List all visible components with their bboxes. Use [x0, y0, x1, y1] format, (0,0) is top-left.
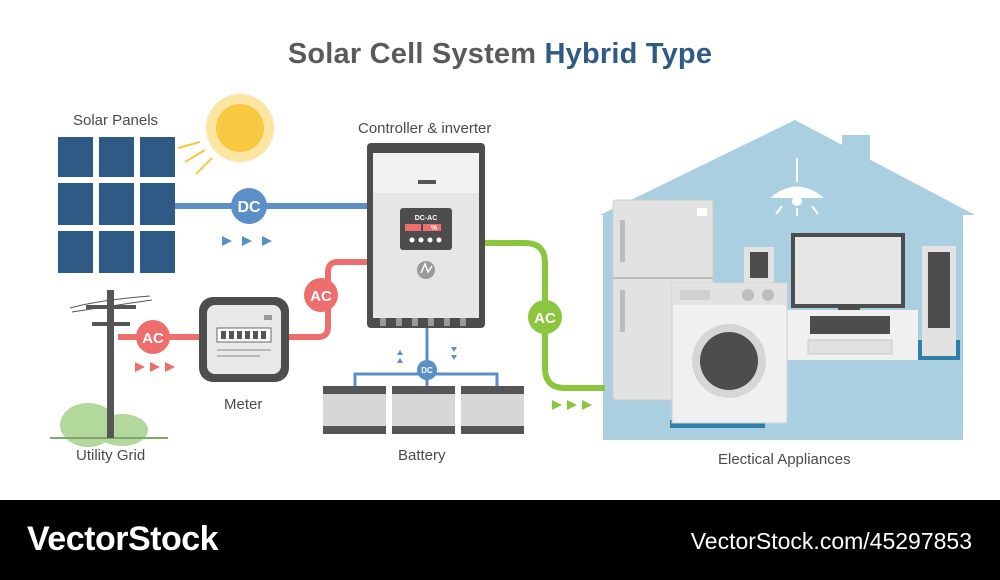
sun-icon — [177, 94, 274, 175]
ac-badge-appliances — [528, 300, 562, 334]
footer-brand: VectorStock — [27, 520, 219, 558]
label-meter: Meter — [224, 396, 263, 413]
inverter-percent-text: % — [431, 225, 438, 232]
diagram-stage: Solar Cell System Hybrid Type — [0, 38, 1000, 468]
meter-device — [199, 297, 289, 382]
solar-panels — [58, 137, 175, 273]
label-appliances: Electical Appliances — [718, 451, 851, 468]
dc-badge-battery — [417, 360, 437, 380]
ac-load-flow-arrows — [552, 400, 592, 410]
utility-pole-icon — [50, 290, 168, 447]
title-accent: Hybrid Type — [544, 38, 713, 70]
diagram-canvas: DC AC AC AC — [50, 94, 975, 447]
diagram-title: Solar Cell System Hybrid Type — [0, 38, 1000, 71]
footer-url: VectorStock.com/45297853 — [690, 528, 972, 554]
ac-grid-flow-arrows — [135, 362, 175, 372]
label-controller: Controller & inverter — [358, 120, 492, 137]
tv-cabinet-icon — [786, 310, 918, 360]
ac-badge-meter-text: AC — [310, 288, 332, 305]
inverter-device — [367, 143, 485, 328]
label-battery: Battery — [398, 447, 446, 464]
battery-wiring — [353, 328, 499, 390]
title-main: Solar Cell System — [287, 38, 537, 70]
inverter-mode-text: DC-AC — [415, 215, 438, 222]
washing-machine-icon — [671, 282, 788, 424]
footer-bar: VectorStock VectorStock.com/45297853 — [0, 500, 1000, 580]
battery-bank — [323, 386, 524, 434]
ac-badge-meter — [304, 278, 338, 312]
ceiling-lamp-icon — [770, 158, 824, 216]
dc-badge-panels-text: DC — [237, 199, 261, 216]
tall-speaker-icon — [922, 246, 956, 356]
dc-badge-battery-text: DC — [421, 366, 433, 375]
speaker-small-icon — [744, 247, 774, 283]
ac-badge-grid — [136, 320, 170, 354]
label-solar-panels: Solar Panels — [73, 112, 159, 129]
dc-flow-arrows — [222, 236, 272, 246]
label-utility-grid: Utility Grid — [76, 447, 146, 464]
tv-icon — [791, 233, 905, 313]
ac-badge-grid-text: AC — [142, 330, 164, 347]
dc-badge-panels — [231, 188, 267, 224]
ac-badge-appliances-text: AC — [534, 310, 556, 327]
